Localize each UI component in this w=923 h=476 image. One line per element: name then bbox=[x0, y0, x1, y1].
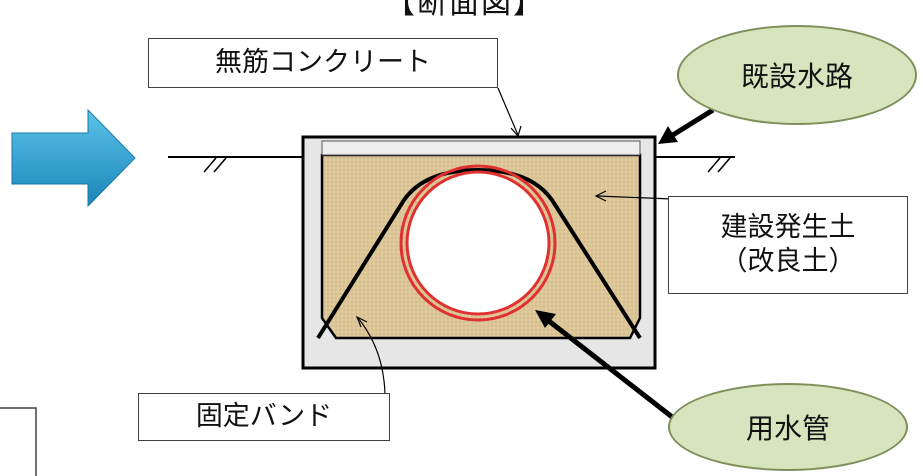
concrete-label: 無筋コンクリート bbox=[148, 38, 498, 88]
soil-leader bbox=[594, 190, 673, 202]
existing-channel-arrow bbox=[658, 107, 715, 144]
pipe-label-text: 用水管 bbox=[745, 412, 830, 445]
band-leader bbox=[355, 315, 386, 396]
pipe-outer-ring bbox=[399, 164, 557, 322]
concrete-label-text: 無筋コンクリート bbox=[215, 47, 431, 79]
concrete-cap bbox=[321, 140, 641, 156]
existing-channel-text: 既設水路 bbox=[740, 60, 853, 93]
band-label-text: 固定バンド bbox=[195, 401, 333, 433]
band-label: 固定バンド bbox=[138, 393, 390, 441]
pipe-label: 用水管 bbox=[668, 383, 908, 471]
pipe-inner-ring bbox=[405, 170, 551, 316]
direction-arrow bbox=[11, 108, 136, 208]
soil-label-line2: （改良土） bbox=[720, 246, 856, 277]
pipe-arrow bbox=[535, 310, 678, 422]
ground-hatch-left bbox=[203, 157, 227, 173]
fixing-band bbox=[316, 167, 642, 340]
concrete-leader bbox=[497, 87, 522, 138]
ground-hatch-right bbox=[707, 157, 731, 173]
soil-label: 建設発生土 （改良土） bbox=[668, 196, 908, 294]
partial-box-edge bbox=[0, 407, 37, 476]
soil-label-line1: 建設発生土 bbox=[720, 212, 856, 244]
existing-channel-label: 既設水路 bbox=[677, 25, 917, 125]
